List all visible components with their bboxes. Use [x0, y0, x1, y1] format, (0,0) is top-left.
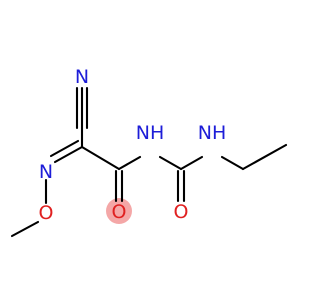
bond-nitrile-triple	[75, 86, 89, 130]
atom-oxime-o: O	[39, 202, 54, 224]
bond-c-nh1	[117, 155, 142, 171]
atom-urea-o: O	[174, 201, 189, 223]
molecule-structure: N N O O NH O NH	[10, 66, 288, 238]
atom-oxime-n: N	[39, 161, 53, 183]
atom-nh2: NH	[198, 122, 227, 144]
atom-nitrile-n: N	[75, 66, 89, 88]
molecule-canvas: N N O O NH O NH	[10, 66, 288, 238]
bond-nh2-ch2	[220, 155, 245, 171]
bond-urea-carbonyl-double	[176, 169, 186, 203]
bond-ch2-ch3	[241, 143, 288, 171]
atom-amide-o: O	[112, 201, 127, 223]
bond-oxime-double	[49, 139, 84, 164]
bond-nh1-c-urea	[158, 155, 183, 171]
bond-c-c-carbonyl	[80, 145, 121, 171]
highlight-disc	[106, 198, 132, 224]
bond-c-urea-nh2	[179, 155, 204, 171]
bond-o-methyl	[10, 220, 40, 238]
atom-nh1: NH	[136, 122, 165, 144]
bond-amide-carbonyl-double	[114, 169, 124, 203]
